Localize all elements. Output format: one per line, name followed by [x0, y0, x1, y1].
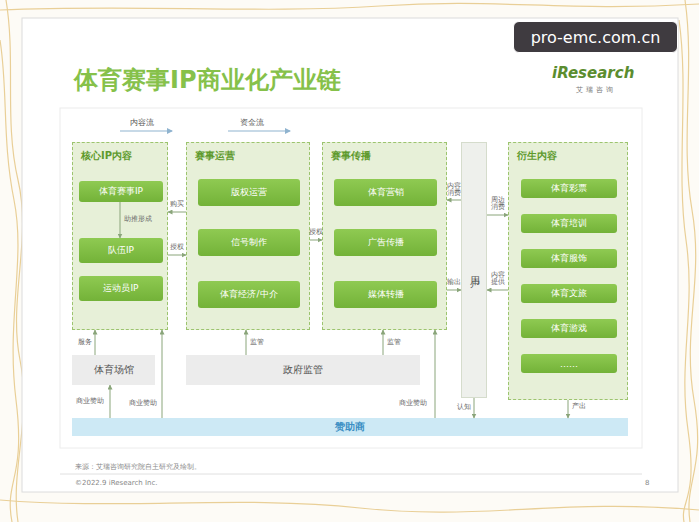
process-box: 体育经济/中介: [198, 281, 300, 308]
edge-label: 输出: [447, 279, 461, 286]
process-box: 广告传播: [334, 229, 437, 256]
flow-arrow: [383, 330, 384, 355]
group-heading: 赛事传播: [331, 149, 371, 163]
edge-label: 内容提供: [491, 272, 505, 286]
edge-label: 监管: [387, 339, 401, 346]
group-heading: 衍生内容: [517, 149, 557, 163]
node-text: 广告传播: [368, 236, 404, 249]
group-heading: 赛事运营: [195, 149, 235, 163]
process-box: 体育赛事IP: [79, 181, 163, 202]
edge-label: 产出: [572, 403, 586, 410]
flow-arrow: [474, 398, 475, 418]
edge-label: 商业赞助: [399, 400, 427, 407]
user-bar: 用户: [461, 142, 487, 398]
edge-label: 服务: [78, 339, 92, 346]
flow-arrow: [246, 330, 247, 355]
edge-label: 周边消费: [491, 197, 505, 211]
group-box: 赛事运营版权运营信号制作体育经济/中介: [186, 142, 310, 330]
legend-arrow: [228, 131, 290, 132]
edge-label: 商业赞助: [129, 400, 157, 407]
source-note: 来源：艾瑞咨询研究院自主研究及绘制。: [75, 462, 201, 472]
process-box: 体育文旅: [521, 284, 617, 303]
flow-arrow: [120, 202, 121, 238]
content-frame: [60, 108, 642, 448]
flow-arrow: [487, 290, 508, 291]
footer-rule: [60, 474, 642, 475]
group-box: 核心IP内容体育赛事IP 队伍IP 运动员IP: [72, 142, 168, 330]
process-box: 体育培训: [521, 214, 617, 233]
slide-frame: [22, 18, 678, 492]
node-text: ……: [560, 359, 578, 369]
flow-arrow: [310, 240, 322, 241]
node-text: 体育服饰: [551, 252, 587, 265]
process-box: 信号制作: [198, 229, 300, 256]
process-box: 版权运营: [198, 179, 300, 206]
flow-arrow: [487, 215, 508, 216]
group-box: 衍生内容体育彩票体育培训体育服饰体育文旅体育游戏 ……: [508, 142, 628, 400]
node-text: 体育经济/中介: [220, 288, 277, 301]
support-box: 政府监管: [186, 355, 420, 385]
legend-text: 内容流: [130, 117, 154, 128]
process-box: 体育营销: [334, 179, 437, 206]
flow-arrow: [447, 290, 461, 291]
node-text: 体育营销: [368, 186, 404, 199]
process-box: ……: [521, 354, 617, 373]
flow-arrow: [95, 330, 96, 355]
edge-label: 内容消费: [447, 183, 461, 197]
flow-arrow: [168, 212, 186, 213]
process-box: 体育服饰: [521, 249, 617, 268]
process-box: 运动员IP: [79, 276, 163, 301]
edge-label: 商业赞助: [76, 398, 104, 405]
node-text: 体育文旅: [551, 287, 587, 300]
flow-arrow: [447, 200, 461, 201]
page-number: 8: [645, 479, 649, 487]
logo-subtext: 艾瑞咨询: [576, 85, 616, 95]
node-text: 运动员IP: [103, 282, 138, 295]
flow-arrow: [110, 385, 111, 418]
edge-label: 授权: [309, 229, 323, 236]
group-box: 赛事传播体育营销广告传播媒体转播: [322, 142, 447, 330]
edge-label: 授权: [170, 244, 184, 251]
process-box: 媒体转播: [334, 281, 437, 308]
node-text: 体育赛事IP: [99, 185, 143, 198]
node-text: 体育培训: [551, 217, 587, 230]
node-text: 政府监管: [283, 363, 323, 377]
flow-arrow: [568, 400, 569, 418]
node-text: 信号制作: [231, 236, 267, 249]
slide-title: 体育赛事IP商业化产业链: [74, 64, 341, 96]
flow-arrow: [435, 330, 436, 418]
logo-text: iResearch: [552, 64, 634, 82]
edge-label: 购买: [170, 201, 184, 208]
sponsor-band: 赞助商: [72, 418, 628, 436]
edge-label: 监管: [250, 339, 264, 346]
process-box: 队伍IP: [79, 238, 163, 263]
legend-arrow: [120, 131, 172, 132]
node-text: 体育彩票: [551, 182, 587, 195]
process-box: 体育彩票: [521, 179, 617, 198]
group-heading: 核心IP内容: [81, 149, 132, 163]
node-text: 用户: [467, 268, 481, 272]
legend-text: 资金流: [240, 117, 264, 128]
node-text: 体育游戏: [551, 322, 587, 335]
support-box: 体育场馆: [72, 355, 155, 385]
edge-label: 认知: [457, 404, 471, 411]
process-box: 体育游戏: [521, 319, 617, 338]
node-text: 体育场馆: [94, 363, 134, 377]
node-text: 媒体转播: [368, 288, 404, 301]
flow-arrow: [168, 255, 186, 256]
watermark: pro-emc.com.cn: [513, 21, 678, 53]
copyright-note: ©2022.9 iResearch Inc.: [75, 479, 158, 487]
node-text: 赞助商: [335, 420, 365, 434]
node-text: 队伍IP: [108, 244, 134, 257]
flow-arrow: [162, 330, 163, 418]
node-text: 版权运营: [231, 186, 267, 199]
